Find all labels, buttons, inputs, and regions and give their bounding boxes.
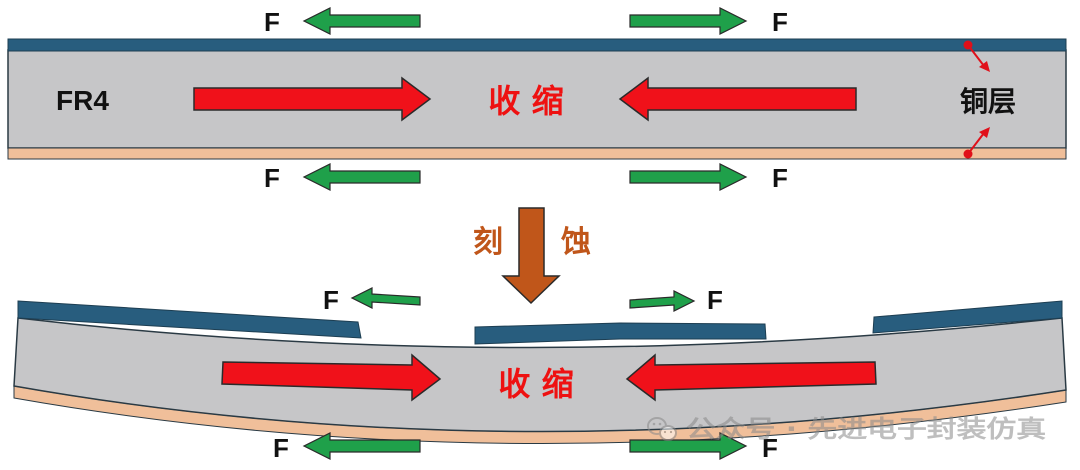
bottom-force-arrow-upper-left (350, 287, 421, 309)
top-shrink-arrow-left (618, 76, 857, 122)
top-force-label-lower-left: F (264, 163, 280, 193)
top-force-label-upper-left: F (264, 7, 280, 37)
bottom-fr4-core (13, 317, 1067, 433)
bottom-copper-segment-left (17, 300, 362, 339)
bottom-copper-segment-middle (474, 322, 767, 345)
etch-step: 刻 蚀 (473, 207, 591, 305)
top-panel: FR4 收 缩 铜层 F F F F (7, 7, 1067, 193)
bottom-force-label-upper-right: F (707, 285, 723, 315)
bottom-shrink-arrow-right (221, 353, 442, 402)
etch-label-left: 刻 (473, 225, 503, 260)
bottom-force-label-upper-left: F (323, 285, 339, 315)
top-force-arrow-lower-left (302, 163, 421, 191)
bottom-force-label-lower-left: F (273, 433, 289, 463)
etch-label-right: 蚀 (560, 225, 591, 260)
top-force-arrow-upper-left (302, 7, 421, 35)
top-fr4-core (7, 49, 1067, 149)
bottom-force-arrow-lower-right (629, 432, 748, 460)
bottom-shrink-arrow-left (625, 353, 877, 402)
top-copper-layer-lower (7, 147, 1067, 160)
top-shrink-label: 收 缩 (488, 82, 563, 120)
top-force-arrow-lower-right (629, 163, 748, 191)
bottom-force-arrow-lower-left (302, 432, 421, 460)
watermark-text: 公众号 · 先进电子封装仿真 (686, 415, 1046, 443)
top-copper-layer-upper (7, 38, 1067, 52)
copper-pointer-upper (963, 40, 990, 72)
bottom-shrink-label: 收 缩 (498, 365, 573, 403)
fr4-label: FR4 (56, 85, 109, 116)
copper-layer-label: 铜层 (960, 85, 1016, 118)
bottom-panel: 收 缩 F F F F (13, 285, 1067, 463)
bottom-force-arrow-upper-right (629, 290, 696, 312)
wechat-icon (647, 417, 677, 441)
copper-pointer-lower (963, 127, 990, 159)
top-force-label-lower-right: F (772, 163, 788, 193)
top-force-arrow-upper-right (629, 7, 748, 35)
etch-arrow (501, 207, 561, 305)
watermark: 公众号 · 先进电子封装仿真 (647, 415, 1046, 443)
bottom-force-label-lower-right: F (762, 433, 778, 463)
top-shrink-arrow-right (193, 76, 432, 122)
bottom-copper-segment-right (872, 300, 1063, 334)
top-force-label-upper-right: F (772, 7, 788, 37)
